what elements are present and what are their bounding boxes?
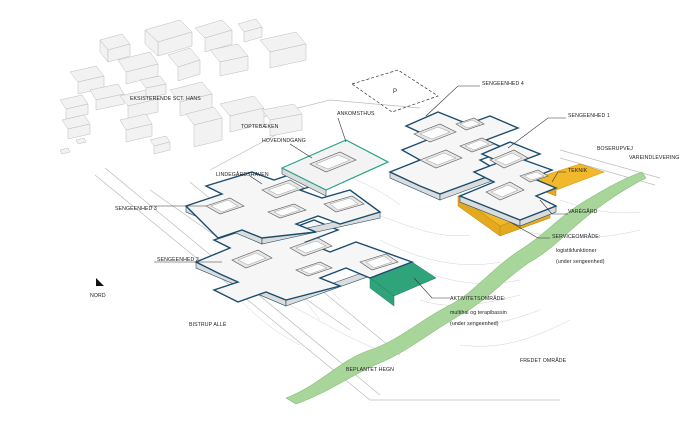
parking-area: P [351,69,439,113]
arrival-house-building [280,139,390,197]
activity-area-block [369,261,437,307]
label-hovedindgang: HOVEDINDGANG [262,138,306,144]
label-vareindlevering: VAREINDLEVERING [629,155,679,161]
unit-2-building [194,219,415,307]
label-sengeenhed-3: SENGEENHED 3 [115,206,157,212]
unit-3-building [184,169,382,245]
label-service-line1: logistikfunktioner [556,248,597,254]
label-sengeenhed-1: SENGEENHED 1 [568,113,610,119]
label-service-line2: (under sengeenhed) [556,259,605,265]
label-service-title: SERVICEOMRÅDE: [552,233,600,240]
north-arrow-icon [96,278,104,286]
label-bistrup-alle: BISTRUP ALLÉ [189,321,227,328]
label-ankomsthus: ANKOMSTHUS [337,111,375,117]
existing-buildings [59,18,307,155]
label-activity-line1: multihal og terapibassin [450,310,507,316]
parking-letter: P [393,89,397,95]
leader-lines [150,85,568,299]
label-sengeenhed-4: SENGEENHED 4 [482,81,524,87]
label-teknik: TEKNIK [568,168,588,174]
label-boserupvej: BOSERUPVEJ [597,146,633,152]
label-lindegardshaven: LINDEGÅRDSHAVEN [216,171,269,178]
label-varegard: VARÉGÅRD [568,208,598,215]
label-existing-sct-hans: EKSISTERENDE SCT. HANS [130,96,201,102]
label-fredet-omrade: FREDET OMRÅDE [520,357,567,364]
label-beplantet-hegn: BEPLANTET HEGN [346,367,394,373]
label-nord: NORD [90,293,106,299]
labels: EKSISTERENDE SCT. HANS TOPTEBÆKEN ANKOMS… [90,81,679,373]
label-activity-title: AKTIVITETSOMRÅDE: [450,295,506,302]
unit-1-building [458,141,558,227]
label-activity-line2: (under sengeenhed) [450,321,499,327]
label-sengeenhed-2: SENGEENHED 2 [157,257,199,263]
planted-hedge [285,171,647,405]
label-toptebaeken: TOPTEBÆKEN [241,124,279,130]
